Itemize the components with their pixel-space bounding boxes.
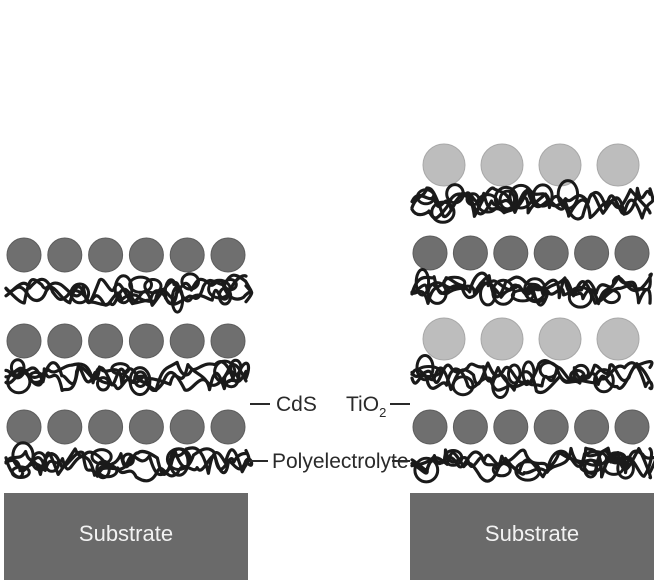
tio2-particle bbox=[423, 318, 465, 360]
cds-particle bbox=[7, 410, 41, 444]
cds-particle bbox=[129, 410, 163, 444]
cds-particle bbox=[575, 236, 609, 270]
cds-particle bbox=[170, 324, 204, 358]
cds-particle bbox=[129, 238, 163, 272]
right-layers bbox=[412, 144, 654, 482]
cds-particle bbox=[89, 410, 123, 444]
left-polyelectrolyte-3 bbox=[6, 443, 252, 481]
tio2-particle bbox=[597, 318, 639, 360]
left-substrate-label: Substrate bbox=[79, 521, 173, 546]
left-polyelectrolyte-1 bbox=[6, 274, 252, 312]
cds-particle bbox=[494, 410, 528, 444]
cds-particle bbox=[453, 236, 487, 270]
tio2-particle bbox=[481, 318, 523, 360]
tio2-particle bbox=[481, 144, 523, 186]
left-stack: Substrate bbox=[4, 238, 252, 580]
tio2-particle bbox=[423, 144, 465, 186]
left-polyelectrolyte-1-loop bbox=[145, 280, 161, 293]
cds-particle bbox=[534, 236, 568, 270]
cds-particle bbox=[89, 238, 123, 272]
left-polyelectrolyte-2 bbox=[6, 360, 248, 395]
cds-particle bbox=[615, 410, 649, 444]
callouts: CdS TiO2 Polyelectrolyte bbox=[250, 393, 410, 473]
tio2-particle bbox=[597, 144, 639, 186]
right-polyelectrolyte-2 bbox=[412, 270, 651, 308]
cds-particle bbox=[89, 324, 123, 358]
cds-particle bbox=[211, 410, 245, 444]
right-substrate-label: Substrate bbox=[485, 521, 579, 546]
cds-particle bbox=[129, 324, 163, 358]
tio2-label-subscript: 2 bbox=[379, 405, 386, 420]
cds-label: CdS bbox=[276, 393, 317, 416]
cds-particle bbox=[7, 238, 41, 272]
cds-particle bbox=[615, 236, 649, 270]
cds-particle bbox=[413, 236, 447, 270]
tio2-particle bbox=[539, 318, 581, 360]
cds-particle bbox=[48, 410, 82, 444]
tio2-particle bbox=[539, 144, 581, 186]
polyelectrolyte-label: Polyelectrolyte bbox=[272, 450, 409, 473]
cds-particle bbox=[48, 238, 82, 272]
tio2-label-main: TiO bbox=[346, 393, 379, 416]
right-polyelectrolyte-1 bbox=[412, 181, 653, 223]
cds-particle bbox=[575, 410, 609, 444]
cds-particle bbox=[413, 410, 447, 444]
right-polyelectrolyte-4 bbox=[412, 448, 654, 482]
cds-particle bbox=[170, 238, 204, 272]
cds-particle bbox=[534, 410, 568, 444]
left-layers bbox=[6, 238, 252, 481]
tio2-label: TiO2 bbox=[346, 393, 386, 420]
cds-particle bbox=[170, 410, 204, 444]
cds-particle bbox=[7, 324, 41, 358]
cds-particle bbox=[211, 324, 245, 358]
cds-particle bbox=[48, 324, 82, 358]
right-polyelectrolyte-3 bbox=[412, 356, 652, 398]
right-stack: Substrate bbox=[410, 144, 654, 580]
right-polyelectrolyte-3-loop bbox=[540, 363, 557, 378]
cds-particle bbox=[453, 410, 487, 444]
cds-particle bbox=[494, 236, 528, 270]
cds-particle bbox=[211, 238, 245, 272]
